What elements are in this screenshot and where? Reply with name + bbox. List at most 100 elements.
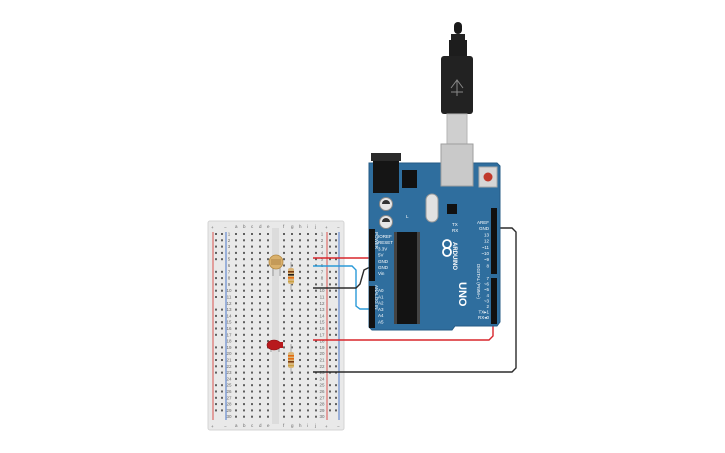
breadboard-hole[interactable]: [251, 359, 253, 361]
rail-hole[interactable]: [221, 245, 223, 248]
breadboard-hole[interactable]: [291, 346, 293, 349]
rail-hole[interactable]: [335, 321, 337, 324]
breadboard-hole[interactable]: [283, 270, 285, 273]
rail-hole[interactable]: [221, 346, 223, 349]
breadboard-hole[interactable]: [299, 264, 301, 267]
breadboard-hole[interactable]: [291, 283, 293, 286]
breadboard-hole[interactable]: [299, 415, 301, 418]
rail-hole[interactable]: [215, 352, 217, 355]
breadboard-hole[interactable]: [251, 264, 253, 267]
breadboard-hole[interactable]: [307, 384, 309, 387]
rail-hole[interactable]: [215, 245, 217, 248]
breadboard-hole[interactable]: [307, 403, 309, 406]
rail-hole[interactable]: [215, 333, 217, 336]
breadboard-hole[interactable]: [243, 371, 245, 374]
breadboard-hole[interactable]: [299, 409, 301, 412]
rail-hole[interactable]: [329, 352, 331, 355]
breadboard-hole[interactable]: [307, 396, 309, 399]
breadboard-hole[interactable]: [251, 296, 253, 298]
breadboard-hole[interactable]: [259, 289, 261, 292]
breadboard-hole[interactable]: [283, 264, 285, 267]
breadboard-hole[interactable]: [307, 321, 309, 324]
breadboard-hole[interactable]: [291, 333, 293, 336]
breadboard-hole[interactable]: [243, 409, 245, 412]
rail-hole[interactable]: [335, 239, 337, 242]
usb-cable-icon[interactable]: [441, 22, 473, 145]
breadboard-hole[interactable]: [299, 403, 301, 406]
rail-hole[interactable]: [329, 283, 331, 286]
breadboard-hole[interactable]: [283, 384, 285, 387]
breadboard-hole[interactable]: [291, 239, 293, 242]
breadboard-hole[interactable]: [251, 396, 253, 399]
breadboard-hole[interactable]: [259, 340, 261, 343]
breadboard-hole[interactable]: [243, 346, 245, 349]
breadboard-hole[interactable]: [307, 302, 309, 305]
breadboard-hole[interactable]: [307, 333, 309, 336]
breadboard-hole[interactable]: [251, 390, 253, 393]
rail-hole[interactable]: [215, 396, 217, 399]
rail-hole[interactable]: [329, 245, 331, 248]
rail-hole[interactable]: [215, 233, 217, 235]
breadboard-hole[interactable]: [259, 314, 261, 317]
breadboard-hole[interactable]: [259, 384, 261, 387]
breadboard-hole[interactable]: [243, 327, 245, 330]
breadboard-hole[interactable]: [291, 289, 293, 292]
breadboard-hole[interactable]: [291, 371, 293, 374]
breadboard-hole[interactable]: [299, 302, 301, 305]
rail-hole[interactable]: [329, 327, 331, 330]
breadboard-hole[interactable]: [299, 352, 301, 355]
breadboard-hole[interactable]: [307, 245, 309, 248]
breadboard-hole[interactable]: [235, 321, 237, 324]
breadboard-hole[interactable]: [259, 409, 261, 412]
breadboard-hole[interactable]: [243, 245, 245, 248]
rail-hole[interactable]: [215, 403, 217, 406]
breadboard-hole[interactable]: [267, 365, 269, 368]
breadboard-hole[interactable]: [235, 302, 237, 305]
arduino-uno-board[interactable]: ARDUINO UNO DIGITAL (PWM~) ANALOG IN POW…: [368, 143, 501, 331]
breadboard-hole[interactable]: [267, 277, 269, 280]
breadboard-hole[interactable]: [235, 314, 237, 317]
breadboard-hole[interactable]: [251, 289, 253, 292]
breadboard-hole[interactable]: [243, 365, 245, 368]
breadboard-hole[interactable]: [291, 377, 293, 380]
breadboard-hole[interactable]: [243, 264, 245, 267]
breadboard-hole[interactable]: [259, 365, 261, 368]
rail-hole[interactable]: [221, 352, 223, 355]
rail-hole[interactable]: [221, 233, 223, 235]
breadboard-hole[interactable]: [315, 321, 317, 324]
breadboard-hole[interactable]: [291, 302, 293, 305]
breadboard-hole[interactable]: [299, 359, 301, 361]
rail-hole[interactable]: [335, 346, 337, 349]
rail-hole[interactable]: [335, 390, 337, 393]
rail-hole[interactable]: [215, 283, 217, 286]
breadboard-hole[interactable]: [243, 251, 245, 254]
breadboard-hole[interactable]: [235, 371, 237, 374]
breadboard-hole[interactable]: [267, 384, 269, 387]
breadboard-hole[interactable]: [243, 283, 245, 286]
breadboard-hole[interactable]: [315, 270, 317, 273]
breadboard-hole[interactable]: [259, 277, 261, 280]
breadboard-hole[interactable]: [259, 390, 261, 393]
rail-hole[interactable]: [215, 359, 217, 361]
breadboard-hole[interactable]: [283, 296, 285, 298]
breadboard-hole[interactable]: [267, 283, 269, 286]
breadboard-hole[interactable]: [299, 270, 301, 273]
rail-hole[interactable]: [335, 258, 337, 261]
rail-hole[interactable]: [221, 371, 223, 374]
breadboard-hole[interactable]: [299, 327, 301, 330]
breadboard-hole[interactable]: [251, 365, 253, 368]
breadboard-hole[interactable]: [307, 340, 309, 343]
breadboard-hole[interactable]: [299, 258, 301, 261]
breadboard-hole[interactable]: [251, 346, 253, 349]
breadboard-hole[interactable]: [291, 384, 293, 387]
breadboard-hole[interactable]: [251, 415, 253, 418]
rail-hole[interactable]: [215, 327, 217, 330]
breadboard-hole[interactable]: [243, 333, 245, 336]
breadboard-hole[interactable]: [283, 415, 285, 418]
breadboard-hole[interactable]: [291, 245, 293, 248]
breadboard-hole[interactable]: [315, 390, 317, 393]
rail-hole[interactable]: [215, 390, 217, 393]
breadboard-hole[interactable]: [259, 258, 261, 261]
breadboard-hole[interactable]: [251, 277, 253, 280]
breadboard-hole[interactable]: [235, 283, 237, 286]
